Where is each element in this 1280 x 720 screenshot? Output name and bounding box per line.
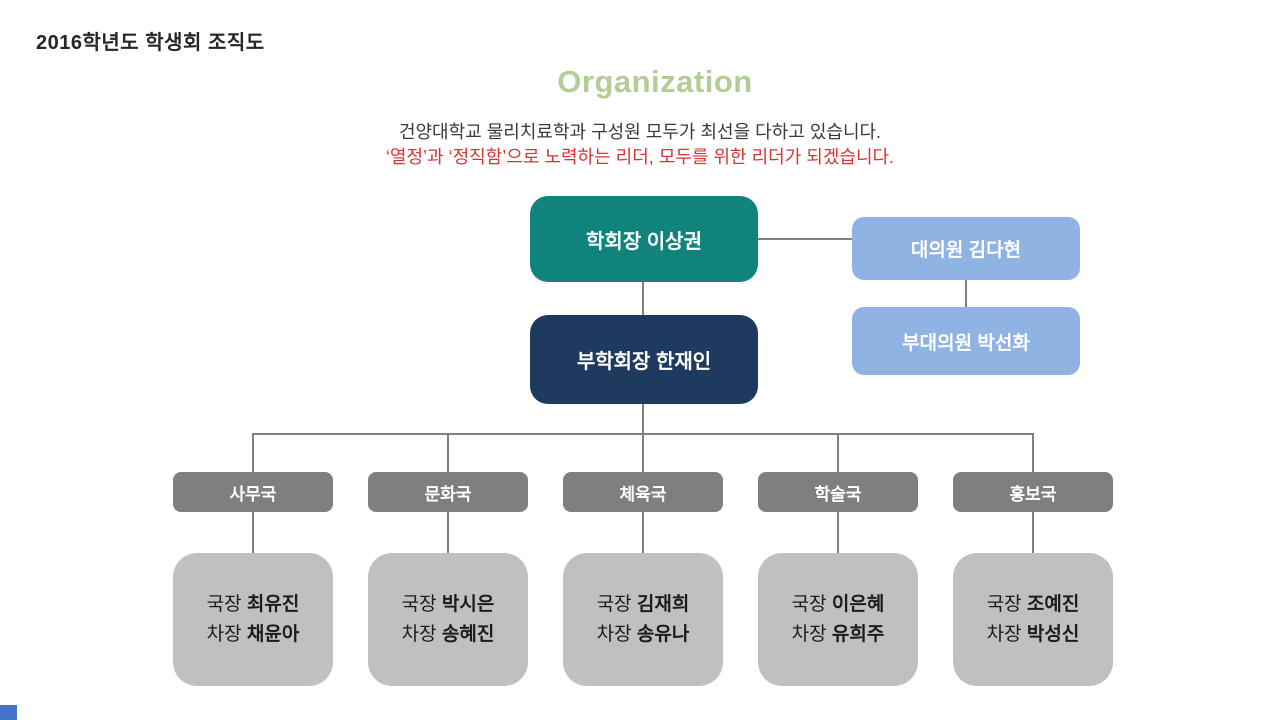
member-line-director: 국장 김재희 [597,590,690,620]
member-name: 송혜진 [441,623,495,645]
connector-header-members [642,512,644,553]
member-line-deputy: 차장 유희주 [792,620,885,650]
role-label: 차장 [401,623,437,645]
connector-header-members [252,512,254,553]
role-label: 국장 [986,593,1022,615]
subtitle-line-1: 건양대학교 물리치료학과 구성원 모두가 최선을 다하고 있습니다. [398,122,882,142]
dept-column-5: 홍보국 국장 조예진 차장 박성신 [953,472,1113,686]
dept-header: 홍보국 [953,472,1113,512]
connector-header-members [1032,512,1034,553]
role-label: 차장 [206,623,242,645]
member-name: 박성신 [1026,623,1080,645]
dept-members: 국장 최유진 차장 채윤아 [173,553,333,686]
member-name: 채윤아 [246,623,300,645]
member-name: 박시은 [441,593,495,615]
role-label: 국장 [206,593,242,615]
node-president: 학회장 이상권 [530,196,758,282]
connector-president-delegate [758,238,852,240]
dept-header: 사무국 [173,472,333,512]
connector-stub-dept-4 [837,433,839,472]
connector-header-members [447,512,449,553]
dept-members: 국장 박시은 차장 송혜진 [368,553,528,686]
member-line-director: 국장 이은혜 [792,590,885,620]
connector-president-vice-president [642,282,644,315]
member-line-deputy: 차장 송혜진 [402,620,495,650]
role-label: 차장 [791,623,827,645]
dept-members: 국장 김재희 차장 송유나 [563,553,723,686]
connector-vice-president-depts [642,404,644,472]
connector-stub-dept-5 [1032,433,1034,472]
dept-header: 문화국 [368,472,528,512]
node-vice-president: 부학회장 한재인 [530,315,758,404]
connector-delegate-vice-delegate [965,280,967,307]
node-vice-delegate: 부대의원 박선화 [852,307,1080,375]
dept-column-2: 문화국 국장 박시은 차장 송혜진 [368,472,528,686]
connector-stub-dept-2 [447,433,449,472]
dept-column-4: 학술국 국장 이은혜 차장 유희주 [758,472,918,686]
slide-accent-square [0,705,17,720]
dept-header: 체육국 [563,472,723,512]
member-line-deputy: 차장 채윤아 [207,620,300,650]
member-line-director: 국장 조예진 [987,590,1080,620]
dept-members: 국장 조예진 차장 박성신 [953,553,1113,686]
member-name: 이은혜 [831,593,885,615]
member-line-deputy: 차장 송유나 [597,620,690,650]
member-name: 조예진 [1026,593,1080,615]
connector-header-members [837,512,839,553]
slide-title: 2016학년도 학생회 조직도 [36,32,265,54]
dept-members: 국장 이은혜 차장 유희주 [758,553,918,686]
dept-column-3: 체육국 국장 김재희 차장 송유나 [563,472,723,686]
role-label: 국장 [596,593,632,615]
role-label: 국장 [401,593,437,615]
role-label: 차장 [596,623,632,645]
role-label: 차장 [986,623,1022,645]
member-name: 김재희 [636,593,690,615]
organization-heading: Organization [557,64,753,99]
role-label: 국장 [791,593,827,615]
member-line-director: 국장 최유진 [207,590,300,620]
subtitle-line-2: ‘열정’과 ‘정직함’으로 노력하는 리더, 모두를 위한 리더가 되겠습니다. [385,147,895,167]
member-line-deputy: 차장 박성신 [987,620,1080,650]
member-name: 유희주 [831,623,885,645]
connector-distribution-line [252,433,1034,435]
node-delegate: 대의원 김다현 [852,217,1080,280]
connector-stub-dept-1 [252,433,254,472]
member-line-director: 국장 박시은 [402,590,495,620]
member-name: 송유나 [636,623,690,645]
member-name: 최유진 [246,593,300,615]
dept-column-1: 사무국 국장 최유진 차장 채윤아 [173,472,333,686]
dept-header: 학술국 [758,472,918,512]
